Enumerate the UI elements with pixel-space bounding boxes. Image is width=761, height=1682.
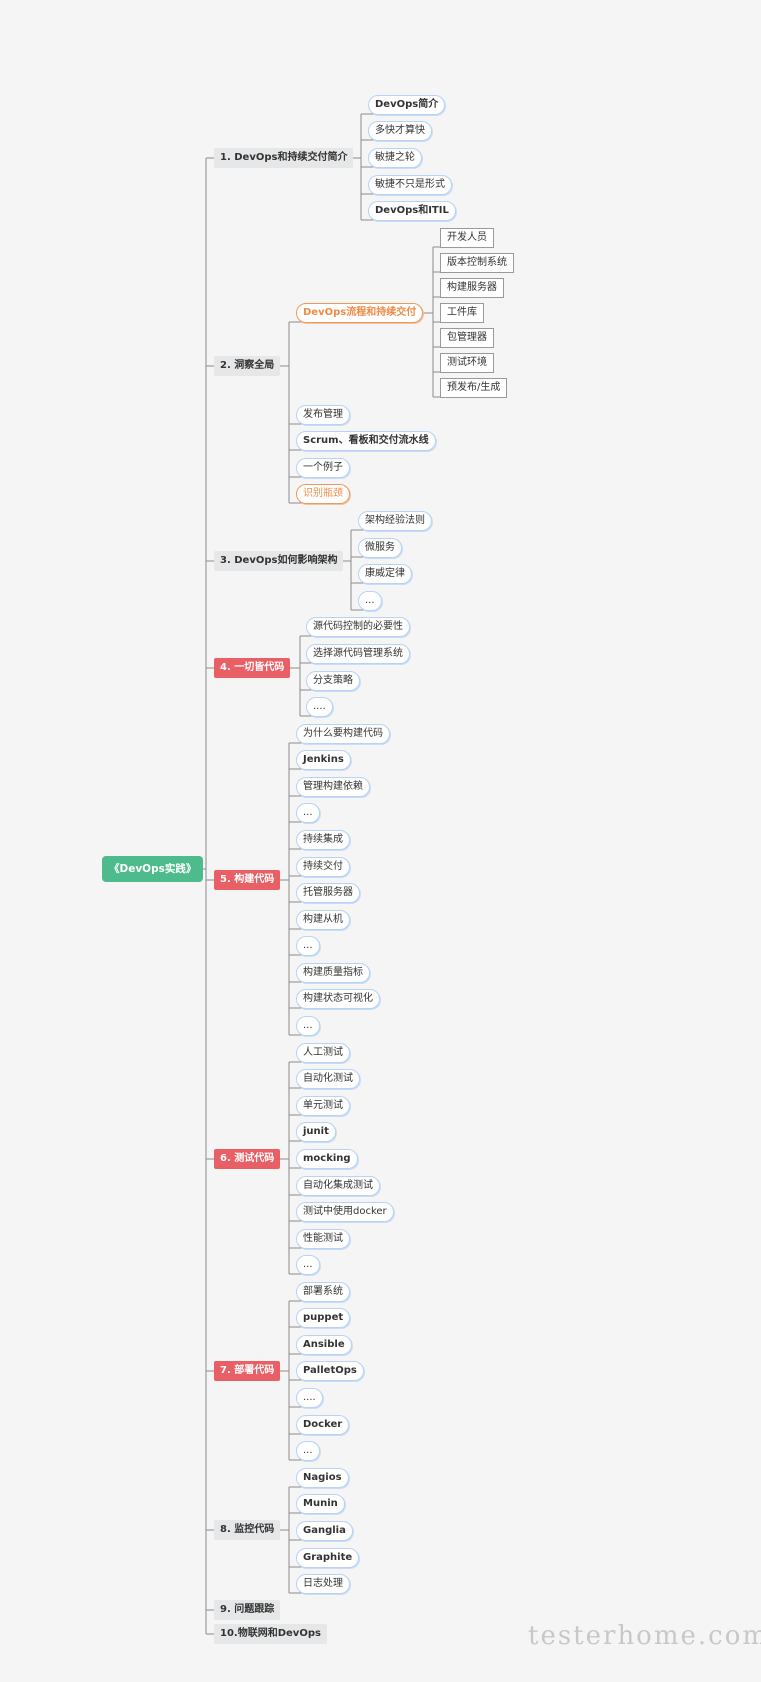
topic-more-6[interactable]: ... bbox=[296, 1255, 320, 1275]
topic-source-control-need[interactable]: 源代码控制的必要性 bbox=[306, 617, 410, 637]
topic-why-build[interactable]: 为什么要构建代码 bbox=[296, 724, 390, 744]
topic-more-5c[interactable]: ... bbox=[296, 1016, 320, 1036]
topic-agile-not-form[interactable]: 敏捷不只是形式 bbox=[368, 175, 452, 195]
topic-how-fast[interactable]: 多快才算快 bbox=[368, 121, 432, 141]
topic-devops-intro[interactable]: DevOps简介 bbox=[368, 95, 446, 115]
topic-nagios[interactable]: Nagios bbox=[296, 1468, 349, 1488]
topic-agile-wheel[interactable]: 敏捷之轮 bbox=[368, 148, 422, 168]
sub-developers[interactable]: 开发人员 bbox=[440, 228, 494, 248]
topic-continuous-integration[interactable]: 持续集成 bbox=[296, 830, 350, 850]
topic-build-dependencies[interactable]: 管理构建依赖 bbox=[296, 777, 370, 797]
section-3[interactable]: 3. DevOps如何影响架构 bbox=[214, 551, 344, 571]
sub-artifact-repo[interactable]: 工件库 bbox=[440, 303, 484, 323]
topic-build-status-visual[interactable]: 构建状态可视化 bbox=[296, 989, 380, 1009]
watermark: testerhome.com bbox=[528, 1621, 761, 1651]
topic-jenkins[interactable]: Jenkins bbox=[296, 750, 351, 770]
topic-scrum-kanban[interactable]: Scrum、看板和交付流水线 bbox=[296, 431, 436, 451]
topic-palletops[interactable]: PalletOps bbox=[296, 1361, 364, 1381]
topic-devops-process[interactable]: DevOps流程和持续交付 bbox=[296, 303, 424, 323]
section-9[interactable]: 9. 问题跟踪 bbox=[214, 1600, 281, 1620]
topic-more-4[interactable]: .... bbox=[306, 697, 333, 717]
topic-more-7a[interactable]: .... bbox=[296, 1388, 323, 1408]
topic-junit[interactable]: junit bbox=[296, 1122, 336, 1142]
topic-devops-itil[interactable]: DevOps和ITIL bbox=[368, 201, 456, 221]
section-5[interactable]: 5. 构建代码 bbox=[214, 870, 281, 890]
topic-unit-testing[interactable]: 单元测试 bbox=[296, 1096, 350, 1116]
sub-staging-prod[interactable]: 预发布/生成 bbox=[440, 378, 508, 398]
sub-package-manager[interactable]: 包管理器 bbox=[440, 328, 494, 348]
topic-more-5b[interactable]: ... bbox=[296, 936, 320, 956]
topic-auto-integration-test[interactable]: 自动化集成测试 bbox=[296, 1176, 380, 1196]
topic-microservices[interactable]: 微服务 bbox=[358, 538, 402, 558]
topic-manual-testing[interactable]: 人工测试 bbox=[296, 1043, 350, 1063]
topic-choose-scm[interactable]: 选择源代码管理系统 bbox=[306, 644, 410, 664]
topic-branch-strategy[interactable]: 分支策略 bbox=[306, 671, 360, 691]
section-2[interactable]: 2. 洞察全局 bbox=[214, 356, 281, 376]
topic-architecture-rules[interactable]: 架构经验法则 bbox=[358, 511, 432, 531]
topic-more-3[interactable]: ... bbox=[358, 591, 382, 611]
sub-build-server[interactable]: 构建服务器 bbox=[440, 278, 504, 298]
topic-deploy-system[interactable]: 部署系统 bbox=[296, 1282, 350, 1302]
topic-ganglia[interactable]: Ganglia bbox=[296, 1521, 353, 1541]
topic-puppet[interactable]: puppet bbox=[296, 1308, 351, 1328]
section-1[interactable]: 1. DevOps和持续交付简介 bbox=[214, 148, 354, 168]
topic-mocking[interactable]: mocking bbox=[296, 1149, 358, 1169]
section-8[interactable]: 8. 监控代码 bbox=[214, 1520, 281, 1540]
topic-docker[interactable]: Docker bbox=[296, 1415, 350, 1435]
topic-build-slave[interactable]: 构建从机 bbox=[296, 910, 350, 930]
topic-more-7b[interactable]: ... bbox=[296, 1441, 320, 1461]
topic-ansible[interactable]: Ansible bbox=[296, 1335, 352, 1355]
topic-identify-bottleneck[interactable]: 识别瓶颈 bbox=[296, 484, 350, 504]
topic-log-processing[interactable]: 日志处理 bbox=[296, 1574, 350, 1594]
topic-hosted-server[interactable]: 托管服务器 bbox=[296, 883, 360, 903]
sub-version-control[interactable]: 版本控制系统 bbox=[440, 253, 514, 273]
topic-continuous-delivery[interactable]: 持续交付 bbox=[296, 857, 350, 877]
topic-performance-testing[interactable]: 性能测试 bbox=[296, 1229, 350, 1249]
topic-build-quality[interactable]: 构建质量指标 bbox=[296, 963, 370, 983]
topic-more-5a[interactable]: ... bbox=[296, 803, 320, 823]
sub-test-env[interactable]: 测试环境 bbox=[440, 353, 494, 373]
section-4[interactable]: 4. 一切皆代码 bbox=[214, 658, 291, 678]
topic-an-example[interactable]: 一个例子 bbox=[296, 458, 350, 478]
topic-graphite[interactable]: Graphite bbox=[296, 1548, 360, 1568]
topic-release-management[interactable]: 发布管理 bbox=[296, 405, 350, 425]
section-10[interactable]: 10.物联网和DevOps bbox=[214, 1624, 327, 1644]
topic-conway-law[interactable]: 康威定律 bbox=[358, 564, 412, 584]
root-node[interactable]: 《DevOps实践》 bbox=[102, 856, 204, 882]
section-6[interactable]: 6. 测试代码 bbox=[214, 1149, 281, 1169]
topic-automated-testing[interactable]: 自动化测试 bbox=[296, 1069, 360, 1089]
topic-munin[interactable]: Munin bbox=[296, 1494, 345, 1514]
section-7[interactable]: 7. 部署代码 bbox=[214, 1361, 281, 1381]
topic-docker-in-testing[interactable]: 测试中使用docker bbox=[296, 1202, 394, 1222]
